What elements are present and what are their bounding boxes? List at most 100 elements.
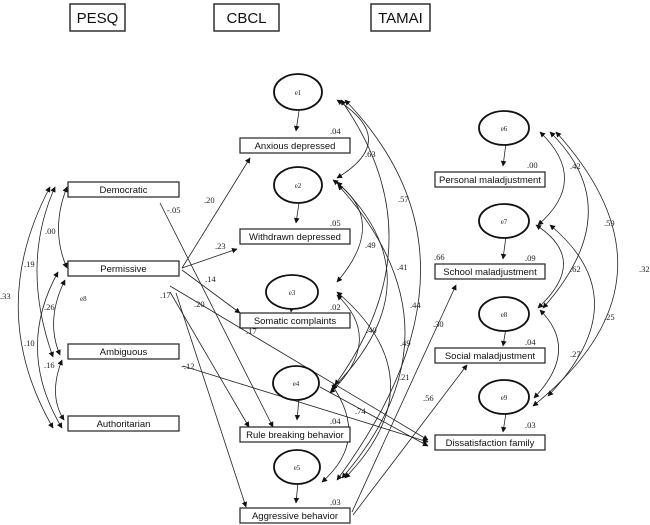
path-perm-anxious <box>181 157 251 269</box>
cbcl-error-arcs <box>321 99 421 483</box>
error-to-indicator-arrows <box>289 110 507 504</box>
header-cbcl: CBCL <box>213 3 280 32</box>
svg-text:e7: e7 <box>501 218 508 226</box>
coef-aggr-school: .30 <box>433 319 444 329</box>
r2-school: .09 <box>525 253 536 263</box>
r2-rulebreaking: .04 <box>330 416 341 426</box>
error-e1: e1 <box>273 73 323 111</box>
r2-aggressive: .03 <box>330 497 341 507</box>
path-coefficient-labels: .20 -.05 .23 .14 .17 .20 .17 -.12 .74 .3… <box>160 195 445 416</box>
error-e3: e3 <box>265 274 319 310</box>
tamai-error-correlation-labels: .42 .59 .32 .62 .25 .27 <box>570 161 650 359</box>
label-rule-breaking: Rule breaking behavior <box>246 430 344 441</box>
corr-e1-e5 <box>336 99 421 481</box>
label-somatic-complaints: Somatic complaints <box>254 316 337 327</box>
r2-withdrawn: .05 <box>330 218 341 228</box>
coef-perm-anxious: .20 <box>204 195 215 205</box>
pesq-correlation-arcs <box>17 186 68 429</box>
label-democratic: Democratic <box>99 185 147 196</box>
corr-label-dem-perm: .00 <box>45 226 56 236</box>
error-e6: e6 <box>478 110 530 146</box>
corr-arc-dem-auth <box>17 186 54 429</box>
tamai-error-arcs <box>532 131 619 407</box>
svg-text:e9: e9 <box>501 394 508 402</box>
path-aggr-social <box>352 364 468 516</box>
pesq-box-democratic: Democratic <box>67 181 180 198</box>
corr-label-amb-auth: .16 <box>44 360 55 370</box>
svg-text:e6: e6 <box>501 125 508 133</box>
error-e2: e2 <box>273 166 323 204</box>
label-permissive: Permissive <box>100 264 146 275</box>
svg-text:e4: e4 <box>293 380 300 388</box>
coef-dem-rulebreaking: -.05 <box>167 205 180 215</box>
header-pesq-label: PESQ <box>77 10 119 27</box>
path-perm-withdrawn <box>181 247 238 269</box>
r2-anxious: .04 <box>330 126 341 136</box>
label-withdrawn-depressed: Withdrawn depressed <box>249 232 341 243</box>
r-squared-labels: .04 .05 .02 .04 .03 .00 .09 .04 .03 <box>330 126 538 507</box>
tamai-box-dissatisfaction: Dissatisfaction family <box>434 434 546 451</box>
corr-label-dem-auth: .33 <box>0 291 11 301</box>
r2-dissatisfaction: .03 <box>525 420 536 430</box>
corr-label-e6-e7: .42 <box>570 161 581 171</box>
r2-somatic: .02 <box>330 302 341 312</box>
corr-label-e1-e2: .63 <box>365 149 376 159</box>
pesq-box-permissive: Permissive <box>67 260 180 277</box>
error-e4: e4 <box>272 365 320 401</box>
label-social-maladjustment: Social maladjustment <box>445 351 536 362</box>
r2-social: .04 <box>525 337 536 347</box>
corr-label-e6-e9: .32 <box>639 264 650 274</box>
tamai-box-social: Social maladjustment <box>434 347 546 364</box>
corr-e6-e8 <box>542 131 589 309</box>
corr-arc-dem-amb <box>36 186 56 358</box>
stray-e8-label: e8 <box>80 295 87 303</box>
error-e7: e7 <box>478 203 530 239</box>
corr-label-e7-e8: .62 <box>570 264 581 274</box>
cbcl-error-correlation-labels: .63 .57 .49 .41 .44 .40 .49 .21 <box>365 149 421 382</box>
path-amb-dissatisfaction <box>182 365 429 444</box>
corr-label-e1-e5: .57 <box>398 194 409 204</box>
corr-label-e2-e3: .49 <box>365 240 376 250</box>
corr-label-e3-e5: .21 <box>399 372 410 382</box>
corr-label-e1-e4: .44 <box>410 300 421 310</box>
label-aggressive: Aggressive behavior <box>252 511 338 522</box>
corr-label-dem-amb: .19 <box>24 259 35 269</box>
tamai-box-personal: Personal maladjustment <box>434 171 546 188</box>
label-personal-maladjustment: Personal maladjustment <box>439 175 541 186</box>
tamai-box-school: School maladjustment <box>434 263 546 280</box>
coef-perm-aggressive: .17 <box>160 290 171 300</box>
header-cbcl-label: CBCL <box>226 10 266 27</box>
coef-perm-somatic: .14 <box>205 274 216 284</box>
corr-label-e2-e4: .41 <box>397 262 408 272</box>
path-dem-rulebreaking <box>159 202 274 428</box>
header-tamai-label: TAMAI <box>378 10 423 27</box>
cbcl-box-withdrawn-depressed: Withdrawn depressed <box>239 228 351 245</box>
svg-text:e8: e8 <box>501 311 508 319</box>
corr-arc-perm-auth <box>37 271 63 429</box>
label-anxious-depressed: Anxious depressed <box>255 141 336 152</box>
error-e9: e9 <box>478 379 530 415</box>
corr-label-perm-auth: .10 <box>24 338 35 348</box>
svg-text:e2: e2 <box>295 182 302 190</box>
r2-personal: .00 <box>527 160 538 170</box>
label-school-maladjustment: School maladjustment <box>443 267 537 278</box>
coef-perm-withdrawn: .23 <box>215 241 226 251</box>
path-aggr-school <box>351 284 457 513</box>
cbcl-box-anxious-depressed: Anxious depressed <box>239 137 351 154</box>
coef-perm-dissatisfaction: .20 <box>194 299 205 309</box>
corr-e7-e9 <box>547 224 595 397</box>
corr-label-perm-amb: .26 <box>44 302 55 312</box>
error-e8: e8 <box>478 296 530 332</box>
svg-text:e5: e5 <box>294 464 301 472</box>
pesq-box-authoritarian: Authoritarian <box>67 415 180 432</box>
error-e5: e5 <box>273 449 321 485</box>
corr-e2-e4 <box>331 181 388 390</box>
corr-arc-amb-auth <box>55 359 65 421</box>
coef-aggr-social: .56 <box>423 393 434 403</box>
cbcl-box-somatic-complaints: Somatic complaints <box>239 312 351 329</box>
corr-arc-perm-amb <box>53 279 66 356</box>
header-tamai: TAMAI <box>370 3 431 32</box>
coef-66: .66 <box>434 252 445 262</box>
path-perm-rulebreaking <box>169 291 250 428</box>
corr-label-e7-e9: .25 <box>604 312 615 322</box>
